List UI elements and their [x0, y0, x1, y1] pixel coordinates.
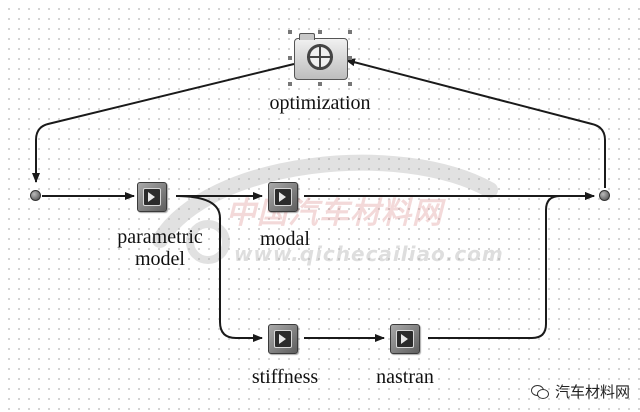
selection-handle[interactable]	[288, 56, 292, 60]
play-screen-icon	[274, 188, 292, 206]
end-port[interactable]	[599, 190, 610, 201]
play-screen-icon	[143, 188, 161, 206]
modal-node[interactable]	[268, 182, 298, 212]
parametric-model-node[interactable]	[137, 182, 167, 212]
selection-handle[interactable]	[348, 82, 352, 86]
parametric-model-label: parametric model	[117, 226, 203, 270]
wire-end-to-optimization	[345, 58, 606, 188]
wire-parametric-to-stiffness	[175, 195, 263, 342]
start-port[interactable]	[30, 190, 41, 201]
play-screen-icon	[396, 330, 414, 348]
watermark-text: 中国汽车材料网	[226, 196, 443, 231]
nastran-label: nastran	[376, 366, 434, 388]
wechat-icon	[530, 384, 549, 399]
stiffness-label: stiffness	[251, 366, 319, 388]
wire-optimization-to-start	[32, 63, 295, 183]
modal-label: modal	[260, 228, 310, 250]
nastran-node[interactable]	[390, 324, 420, 354]
selection-handle[interactable]	[348, 56, 352, 60]
selection-handle[interactable]	[288, 82, 292, 86]
brand-text: 汽车材料网	[554, 383, 630, 401]
optimization-label: optimization	[269, 92, 371, 114]
optimization-tab	[299, 33, 315, 40]
selection-handle[interactable]	[318, 82, 322, 86]
selection-handle[interactable]	[318, 30, 322, 34]
target-icon	[307, 44, 333, 70]
brand-badge: 汽车材料网	[530, 381, 630, 402]
selection-handle[interactable]	[348, 30, 352, 34]
wire-nastran-to-end	[428, 192, 595, 339]
selection-handle[interactable]	[288, 30, 292, 34]
watermark-url: www.qichecailiao.com	[234, 242, 504, 266]
play-screen-icon	[274, 330, 292, 348]
stiffness-node[interactable]	[268, 324, 298, 354]
watermark-logo	[152, 154, 498, 264]
optimization-node[interactable]	[294, 33, 348, 80]
